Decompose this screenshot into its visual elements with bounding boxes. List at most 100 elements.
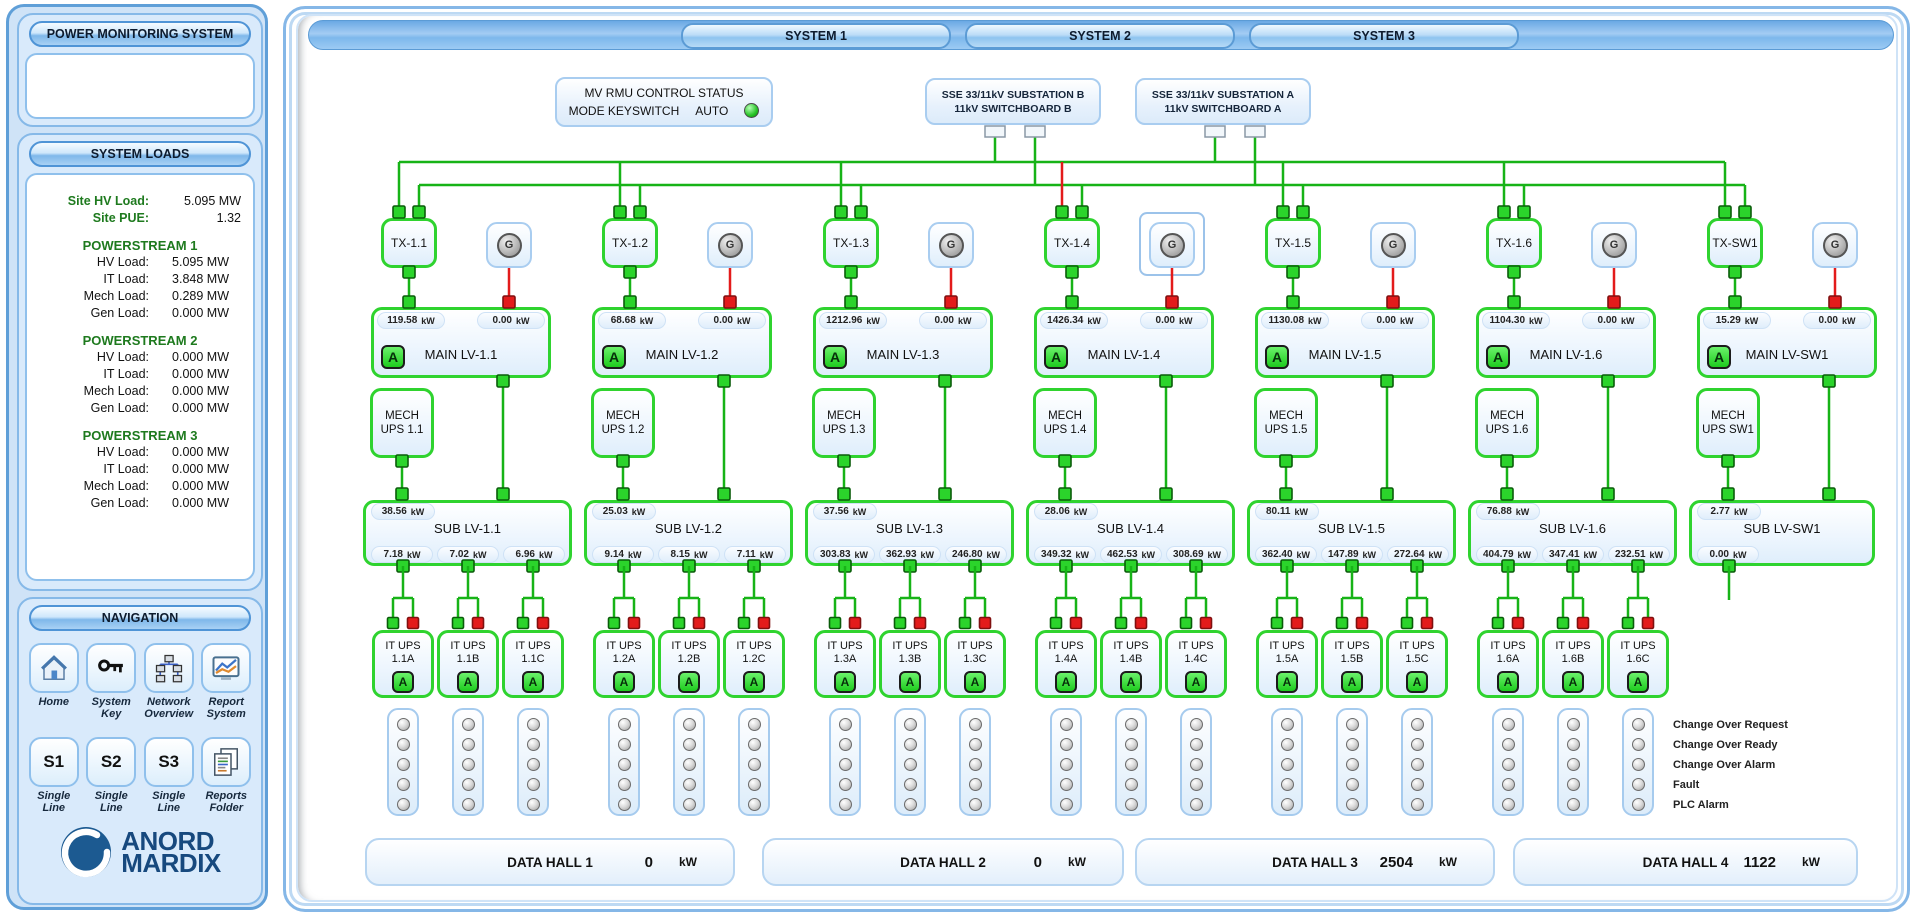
data-hall-label: DATA HALL 3 xyxy=(1272,854,1358,870)
it-ups-label-2: 1.4A xyxy=(1054,653,1078,665)
kw-unit: kW xyxy=(679,855,697,869)
generator-box[interactable]: G xyxy=(1812,222,1858,268)
status-led xyxy=(1280,717,1294,731)
tab-label: SYSTEM 3 xyxy=(1353,29,1415,43)
substation-a-box[interactable]: SSE 33/11kV SUBSTATION A 11kV SWITCHBOAR… xyxy=(1135,78,1311,125)
load-value: 5.095 MW xyxy=(184,194,241,208)
load-row: Gen Load:0.000 MW xyxy=(27,400,253,417)
sub-lv-name: SUB LV-1.6 xyxy=(1539,520,1606,536)
single-line-2-button[interactable]: S2 xyxy=(86,737,137,787)
tx-transformer-box[interactable]: TX-1.1 xyxy=(381,218,437,268)
sub-lv-name: SUB LV-1.4 xyxy=(1097,520,1164,536)
single-line-3-button[interactable]: S3 xyxy=(143,737,194,787)
report-system-button[interactable] xyxy=(201,643,252,693)
status-a-badge: A xyxy=(1707,345,1731,369)
kw-value: 119.58 xyxy=(387,315,418,326)
status-led xyxy=(903,797,917,811)
sub-lv-board-box[interactable] xyxy=(1689,500,1875,566)
main-lv-name: MAIN LV-1.3 xyxy=(866,346,940,362)
reports-folder-button[interactable] xyxy=(201,737,252,787)
generator-icon: G xyxy=(1601,232,1627,258)
status-a-badge: A xyxy=(381,345,405,369)
kw-unit: kW xyxy=(1294,506,1308,517)
status-led xyxy=(1345,737,1359,751)
status-led xyxy=(1189,757,1203,771)
load-row: HV Load:0.000 MW xyxy=(27,444,253,461)
tx-transformer-box[interactable]: TX-1.2 xyxy=(602,218,658,268)
generator-box[interactable]: G xyxy=(1591,222,1637,268)
status-led xyxy=(838,797,852,811)
network-overview-button[interactable] xyxy=(143,643,194,693)
status-letter: A xyxy=(1271,349,1283,365)
tab-system-2[interactable]: SYSTEM 2 xyxy=(965,23,1235,49)
kw-value: 246.80 xyxy=(951,549,983,560)
sub-lv-label: SUB LV-1.2 xyxy=(584,517,793,539)
mech-ups-label-1: MECH xyxy=(1711,410,1745,422)
load-row: IT Load:3.848 MW xyxy=(27,271,253,288)
load-row: Site PUE: 1.32 xyxy=(27,210,253,227)
status-a-badge: A xyxy=(1406,671,1428,693)
status-letter: A xyxy=(840,675,850,689)
status-letter: A xyxy=(608,349,620,365)
it-ups-label-1: IT UPS xyxy=(1178,640,1214,652)
sub-lv-label: SUB LV-1.4 xyxy=(1026,517,1235,539)
status-a-badge: A xyxy=(1341,671,1363,693)
sub-lv-label: SUB LV-1.3 xyxy=(805,517,1014,539)
tx-transformer-box[interactable]: TX-1.3 xyxy=(823,218,879,268)
s3-single-line-icon: S3 xyxy=(158,752,180,771)
tx-transformer-box[interactable]: TX-1.6 xyxy=(1486,218,1542,268)
generator-box[interactable]: G xyxy=(1149,222,1195,268)
kw-value: 362.40 xyxy=(1261,549,1293,560)
sub-lv-label: SUB LV-1.5 xyxy=(1247,517,1456,539)
it-ups-label-2: 1.1B xyxy=(456,653,480,665)
tx-transformer-box[interactable]: TX-1.5 xyxy=(1265,218,1321,268)
status-led xyxy=(1631,777,1645,791)
it-ups-label-1: IT UPS xyxy=(1334,640,1370,652)
tab-system-1[interactable]: SYSTEM 1 xyxy=(681,23,951,49)
status-letter: A xyxy=(619,675,629,689)
generator-box[interactable]: G xyxy=(1370,222,1416,268)
status-letter: A xyxy=(1347,675,1357,689)
generator-box[interactable]: G xyxy=(707,222,753,268)
kw-unit: kW xyxy=(1141,549,1156,560)
home-button[interactable] xyxy=(28,643,79,693)
nav-label-single-line-1: Single Line xyxy=(37,790,71,814)
kw-unit: kW xyxy=(421,315,435,326)
system-key-button[interactable] xyxy=(86,643,137,693)
kw-value: 1426.34 xyxy=(1047,315,1084,326)
generator-box[interactable]: G xyxy=(928,222,974,268)
status-led xyxy=(903,757,917,771)
generator-box[interactable]: G xyxy=(486,222,532,268)
status-led xyxy=(1124,757,1138,771)
substation-b-box[interactable]: SSE 33/11kV SUBSTATION B 11kV SWITCHBOAR… xyxy=(925,78,1101,125)
tx-transformer-box[interactable]: TX-SW1 xyxy=(1707,218,1763,268)
kw-unit: kW xyxy=(1802,855,1820,869)
switchboard-name: 11kV SWITCHBOARD B xyxy=(954,102,1072,115)
mech-ups-label-1: MECH xyxy=(1490,410,1524,422)
tab-system-3[interactable]: SYSTEM 3 xyxy=(1249,23,1519,49)
single-line-1-button[interactable]: S1 xyxy=(28,737,79,787)
status-led xyxy=(1501,737,1515,751)
tx-transformer-box[interactable]: TX-1.4 xyxy=(1044,218,1100,268)
status-led xyxy=(1345,777,1359,791)
